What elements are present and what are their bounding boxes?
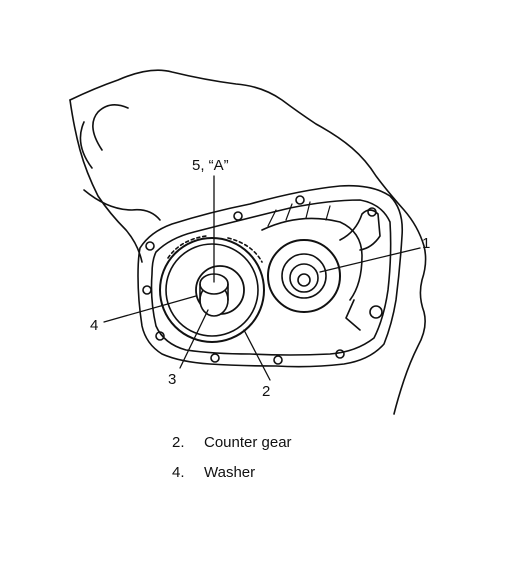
legend-text: Washer (204, 464, 256, 481)
gasket-inner (150, 199, 392, 356)
shift-linkage (339, 209, 381, 331)
housing-round-cover (79, 104, 129, 169)
drive-gear (261, 201, 363, 313)
callout-4: 4 (90, 317, 98, 334)
legend-item: 2. Counter gear (172, 428, 292, 458)
callout-1: 1 (422, 235, 430, 252)
housing-outline (69, 69, 427, 415)
legend-text: Counter gear (204, 434, 292, 451)
legend-number: 2. (172, 434, 185, 451)
leader-lines (103, 175, 421, 381)
housing-rib (83, 189, 161, 221)
counter-gear (159, 235, 265, 343)
callout-5-a: 5, “A” (192, 157, 229, 174)
gasket-plate (137, 184, 404, 368)
callout-2: 2 (262, 383, 270, 400)
bolt-holes (142, 195, 383, 365)
legend-item: 4. Washer (172, 458, 292, 488)
parts-legend: 2. Counter gear 4. Washer (172, 428, 292, 488)
legend-number: 4. (172, 464, 185, 481)
callout-3: 3 (168, 371, 176, 388)
housing-left-edge (69, 99, 143, 263)
counter-shaft (199, 273, 229, 317)
